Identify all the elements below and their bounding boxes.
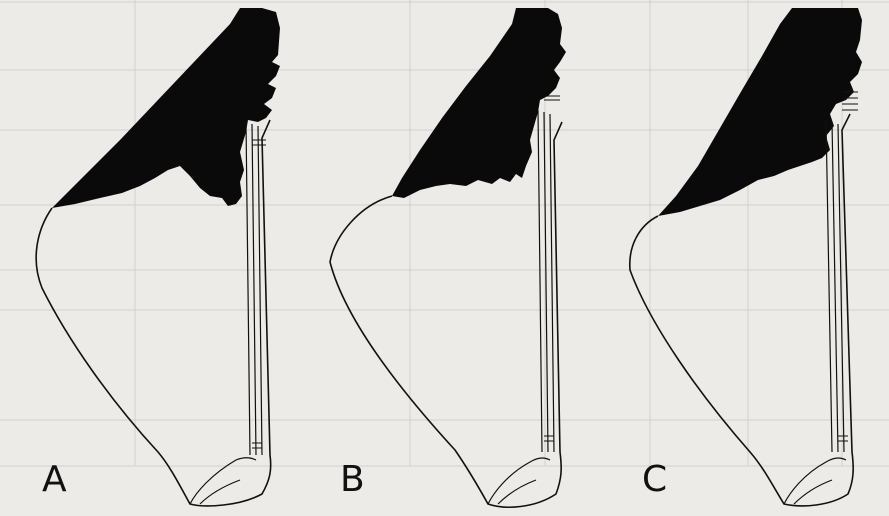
panel-label-a: A: [42, 462, 67, 498]
wing-b-vein-leading: [538, 110, 554, 452]
wing-a-vein-base: [190, 458, 256, 504]
wing-a-pattern: [52, 8, 280, 208]
wing-b-pattern: [392, 8, 566, 198]
wing-c-pattern: [658, 8, 862, 216]
wing-c-vein-base: [784, 458, 846, 504]
wing-c: [630, 8, 862, 506]
wing-a-vein-leading: [246, 122, 262, 455]
panel-label-c: C: [642, 462, 667, 498]
wing-b-vein-base: [488, 458, 550, 504]
wing-a: [36, 8, 280, 506]
panel-label-b: B: [340, 462, 365, 498]
wing-b: [330, 8, 566, 507]
wing-c-vein-leading: [826, 120, 844, 452]
